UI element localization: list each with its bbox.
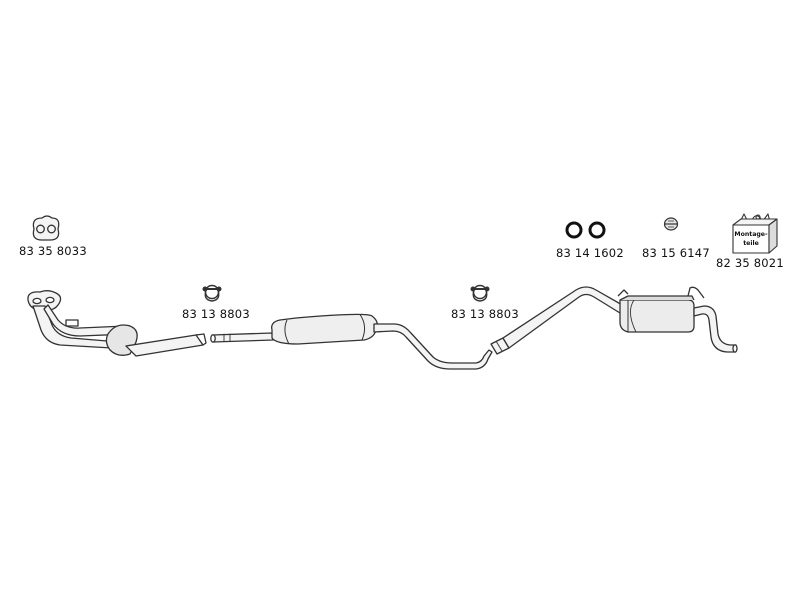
hanger-icon [663,217,679,231]
clamp-front-icon [202,284,222,302]
rings-icon [565,221,606,239]
clamp-rear-part-number: 83 13 8803 [451,307,519,321]
rings-part-number: 83 14 1602 [556,246,624,260]
mounting-kit-icon: Montage- teile [732,213,778,254]
middle-pipe [210,313,493,370]
rear-pipe [490,286,738,355]
clamp-rear-icon [470,284,490,302]
front-pipe [27,290,207,357]
hanger-part-number: 83 15 6147 [642,246,710,260]
gasket-icon [32,215,60,241]
mounting-kit-box-text-2: teile [743,240,759,247]
gasket-part-number: 83 35 8033 [19,244,87,258]
clamp-front-part-number: 83 13 8803 [182,307,250,321]
mounting-kit-box-text-1: Montage- [734,231,768,238]
mounting-kit-part-number: 82 35 8021 [716,256,784,270]
